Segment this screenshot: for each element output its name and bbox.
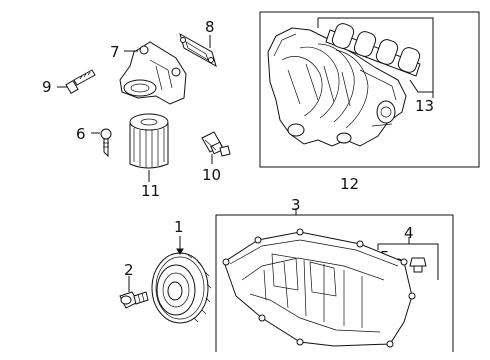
group-box-3 [215,214,454,352]
intake-manifold-gasket [325,23,421,77]
bolt-9 [65,69,96,95]
pulley-bolt-group: 2 [119,261,149,309]
callout-4: 4 [404,224,414,242]
oil-pan [222,228,416,348]
crankshaft-pulley [151,252,212,324]
oil-pan-group: 3 4 5 [215,196,454,352]
drain-plug-sub-box [378,243,439,280]
adapter-gasket [179,32,217,68]
callout-1: 1 [174,218,184,236]
callout-13: 13 [415,97,434,115]
drain-plug-seal-6 [100,128,112,158]
oil-pressure-sensor [201,131,231,157]
callout-10: 10 [202,166,221,184]
intake-manifold [267,27,407,147]
leader-13 [409,79,434,98]
drain-plug [409,257,427,273]
gasket-sub-box [318,17,434,92]
oil-filter [129,113,169,169]
callout-7: 7 [110,43,120,61]
oil-filter-adapter-group: 9 7 8 [42,18,217,105]
callout-3: 3 [291,196,301,214]
oil-filter-group: 11 6 [76,113,169,200]
oil-filter-adapter [119,41,187,105]
callout-11: 11 [141,182,160,200]
callout-8: 8 [205,18,215,36]
group-box-12 [259,11,480,168]
oil-pressure-sensor-group: 10 [201,131,231,184]
callout-6: 6 [76,125,86,143]
crankshaft-pulley-group: 1 [151,218,212,324]
callout-9: 9 [42,78,52,96]
callout-2: 2 [124,261,134,279]
callout-12: 12 [340,175,359,193]
intake-manifold-group: 13 12 [259,11,480,193]
pulley-bolt [119,291,149,309]
